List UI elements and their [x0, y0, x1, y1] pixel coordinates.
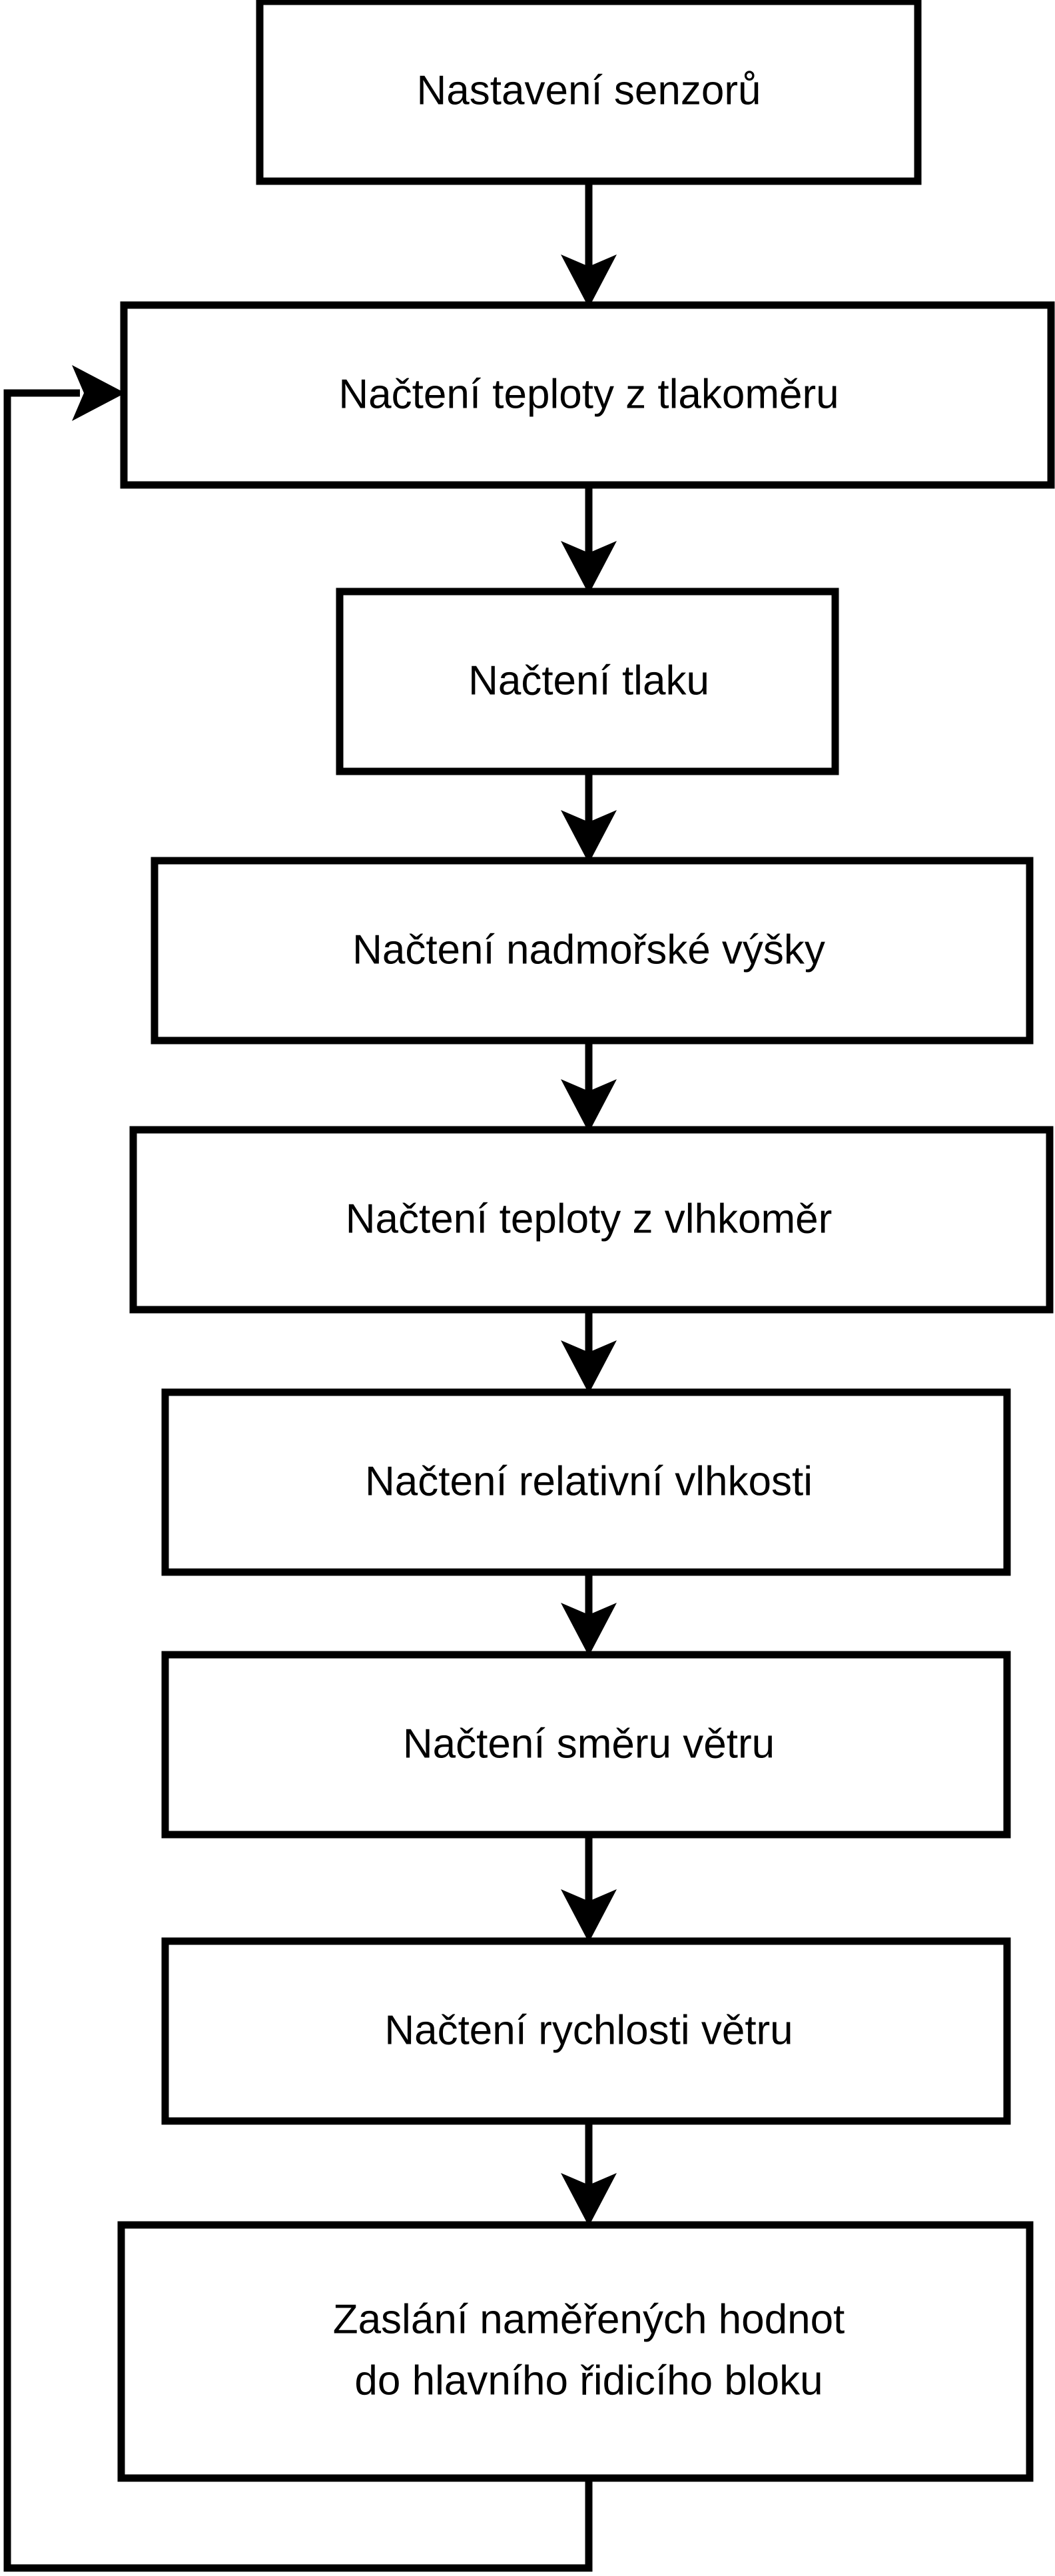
node-6-label: Načtení relativní vlhkosti — [365, 1458, 813, 1504]
connector-node3-node4 — [561, 771, 617, 863]
node-1-label: Nastavení senzorů — [417, 67, 761, 113]
node-nacteni-rychlosti-vetru[interactable]: Načtení rychlosti větru — [161, 1937, 1011, 2125]
node-nacteni-nadmorske-vysky[interactable]: Načtení nadmořské výšky — [151, 857, 1034, 1045]
node-zaslani-namerenych-hodnot[interactable]: Zaslání naměřených hodnot do hlavního ři… — [117, 2221, 1034, 2482]
connector-node5-node6 — [561, 1310, 617, 1394]
node-2-label: Načtení teploty z tlakoměru — [338, 371, 839, 417]
node-5-label: Načtení teploty z vlhkoměr — [346, 1196, 833, 1242]
connector-node2-node3 — [561, 485, 617, 594]
node-nastaveni-senzoru[interactable]: Nastavení senzorů — [256, 0, 922, 185]
node-9-label-line1: Zaslání naměřených hodnot — [333, 2296, 845, 2342]
node-nacteni-teploty-z-tlakomeru[interactable]: Načtení teploty z tlakoměru — [120, 301, 1055, 489]
node-nacteni-smeru-vetru[interactable]: Načtení směru větru — [161, 1651, 1011, 1839]
node-3-label: Načtení tlaku — [468, 657, 709, 703]
node-8-label: Načtení rychlosti větru — [384, 2007, 793, 2053]
node-nacteni-tlaku[interactable]: Načtení tlaku — [336, 588, 839, 775]
connector-node1-node2 — [561, 181, 617, 308]
node-4-label: Načtení nadmořské výšky — [352, 927, 825, 973]
connector-feedback-loop — [3, 365, 593, 2572]
connector-node6-node7 — [561, 1572, 617, 1656]
connector-node4-node5 — [561, 1041, 617, 1132]
node-nacteni-relativni-vlhkosti[interactable]: Načtení relativní vlhkosti — [161, 1388, 1011, 1576]
connector-node8-node9 — [561, 2121, 617, 2226]
node-nacteni-teploty-z-vlhkomeru[interactable]: Načtení teploty z vlhkoměr — [129, 1126, 1054, 1314]
node-9-label-line2: do hlavního řidicího bloku — [354, 2358, 823, 2403]
node-7-label: Načtení směru větru — [403, 1721, 775, 1767]
connector-node7-node8 — [561, 1835, 617, 1942]
